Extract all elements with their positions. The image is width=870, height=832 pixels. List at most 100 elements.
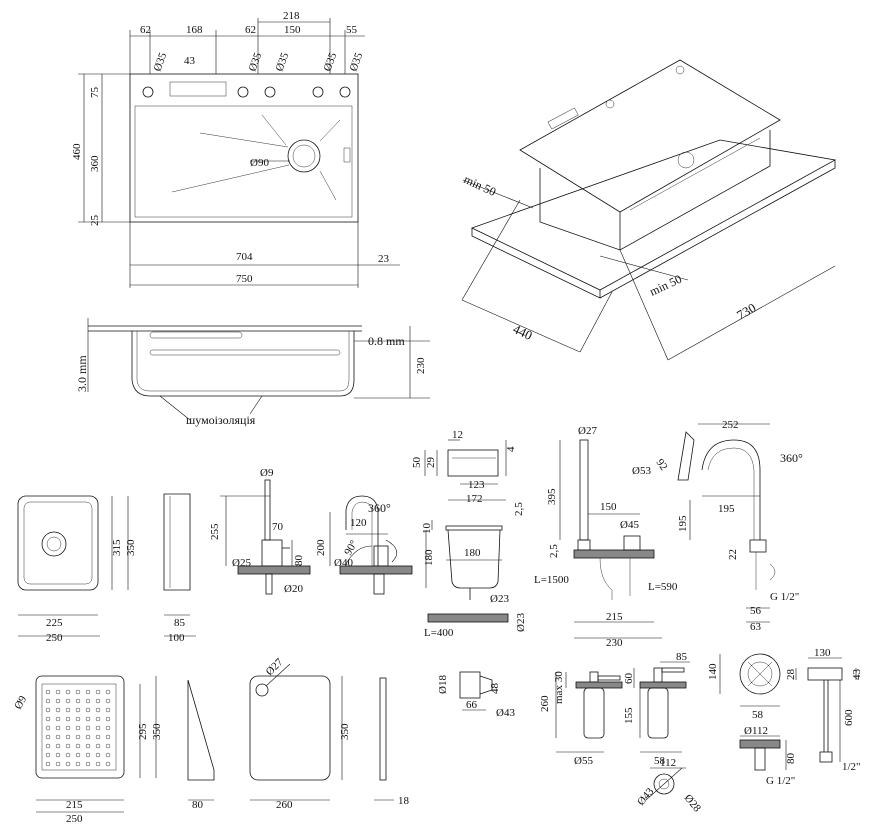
filter-200: 200 xyxy=(315,539,327,556)
dim-750: 750 xyxy=(236,273,253,285)
mixer-countertop xyxy=(573,549,655,559)
clip: Ø18 66 48 Ø43 xyxy=(437,671,515,719)
hose-l400: L=400 xyxy=(424,627,454,639)
disposer-58: 58 xyxy=(752,709,764,721)
small-bowl: 225 250 315 350 xyxy=(17,495,137,644)
tray-hole xyxy=(75,743,81,749)
hose-43: 43 xyxy=(851,669,863,681)
tray-hole xyxy=(65,698,71,704)
tray-hole xyxy=(105,752,111,758)
holder-29: 29 xyxy=(425,457,437,469)
mixer-d27: Ø27 xyxy=(578,425,597,437)
tray-hole xyxy=(105,707,111,713)
filter-360: 360° xyxy=(368,501,391,515)
sink-top-view: 62 168 218 62 150 55 Ø35 43 Ø35 Ø35 Ø35 … xyxy=(71,10,400,288)
tap-countertop xyxy=(237,565,311,575)
arc-360: 360° xyxy=(780,451,803,465)
tray-hole xyxy=(65,743,71,749)
kitchen-mixer-arc: 252 360° 92 Ø53 195 195 22 G 1/2" 56 63 xyxy=(632,419,803,633)
board-350: 350 xyxy=(339,723,351,740)
hole-3 xyxy=(264,86,276,98)
tray-hole xyxy=(75,689,81,695)
small-bowl-side: 85 100 xyxy=(163,493,196,644)
dim-55: 55 xyxy=(346,24,358,36)
dim-168: 168 xyxy=(186,24,203,36)
valve-d28: Ø28 xyxy=(682,792,704,815)
tray-hole xyxy=(45,698,51,704)
tray-hole xyxy=(65,761,71,767)
hose-130: 130 xyxy=(814,647,831,659)
tray-hole xyxy=(85,761,91,767)
drain-tray: Ø9 295 350 215 250 xyxy=(12,675,163,825)
clip-48: 48 xyxy=(489,683,501,695)
soap1-max30: max 30 xyxy=(553,671,565,704)
drain-valve: 112 Ø43 Ø28 xyxy=(635,757,703,815)
tray-hole xyxy=(85,743,91,749)
tray-hole xyxy=(105,725,111,731)
board-outer xyxy=(249,675,331,781)
tray-250: 250 xyxy=(66,813,83,825)
soap2-85: 85 xyxy=(676,651,688,663)
board-260: 260 xyxy=(276,799,293,811)
tap-spout xyxy=(264,479,271,541)
tap-d25: Ø25 xyxy=(232,557,251,569)
side-insulation: шумоізоляція xyxy=(186,413,256,427)
tray-hole xyxy=(65,716,71,722)
bowl-250: 250 xyxy=(46,632,63,644)
tray-hole xyxy=(95,725,101,731)
colander-180h: 180 xyxy=(423,549,435,566)
sink-profile xyxy=(131,331,355,397)
iso-730: 730 xyxy=(734,300,758,323)
tray-hole xyxy=(85,689,91,695)
hole-5 xyxy=(339,86,351,98)
holder-172: 172 xyxy=(466,493,483,505)
dim-75: 75 xyxy=(89,87,101,99)
filter-spout xyxy=(345,495,379,566)
colander-body xyxy=(447,529,501,589)
tap-d9: Ø9 xyxy=(260,467,274,479)
dim-d90: Ø90 xyxy=(250,157,269,169)
hose-600: 600 xyxy=(843,709,855,726)
tray-hole xyxy=(65,689,71,695)
tray-hole xyxy=(95,761,101,767)
countertop xyxy=(470,139,837,291)
tray-hole xyxy=(85,698,91,704)
arc-63: 63 xyxy=(750,621,762,633)
board-side-18: 18 xyxy=(398,795,410,807)
mixer-230: 230 xyxy=(606,637,623,649)
valve-d43: Ø43 xyxy=(635,785,657,808)
clip-66: 66 xyxy=(466,699,478,711)
tray-hole xyxy=(95,752,101,758)
bowl-outer xyxy=(17,495,99,591)
dim-218: 218 xyxy=(283,10,300,22)
disposer-80: 80 xyxy=(785,753,797,765)
tray-hole xyxy=(55,716,61,722)
tray-hole xyxy=(95,716,101,722)
sink-rim xyxy=(519,59,781,213)
drain-hose xyxy=(427,613,509,623)
tray-hole xyxy=(55,707,61,713)
arc-56: 56 xyxy=(750,605,762,617)
arc-195h: 195 xyxy=(677,515,689,532)
tray-hole xyxy=(55,698,61,704)
soap2-bottle xyxy=(647,687,669,739)
bowl-225: 225 xyxy=(46,617,63,629)
arc-252: 252 xyxy=(722,419,739,431)
arc-d53: Ø53 xyxy=(632,465,651,477)
flex-hose: 130 28 43 600 1/2" xyxy=(785,647,863,773)
mixer-150: 150 xyxy=(600,501,617,513)
mixer-l590: L=590 xyxy=(648,581,678,593)
tray-hole xyxy=(65,752,71,758)
soap2-60: 60 xyxy=(623,673,635,685)
tap-80: 80 xyxy=(293,555,305,567)
tap-d20: Ø20 xyxy=(284,583,303,595)
mixer-215: 215 xyxy=(606,611,623,623)
tray-hole xyxy=(65,707,71,713)
arc-195w: 195 xyxy=(718,503,735,515)
dim-25: 25 xyxy=(89,215,101,227)
sink-side-section: 3.0 mm 0.8 mm 230 шумоізоляція xyxy=(75,318,430,427)
soap1-d55: Ø55 xyxy=(574,755,593,767)
tray-hole xyxy=(95,689,101,695)
mixer-395: 395 xyxy=(546,488,558,505)
